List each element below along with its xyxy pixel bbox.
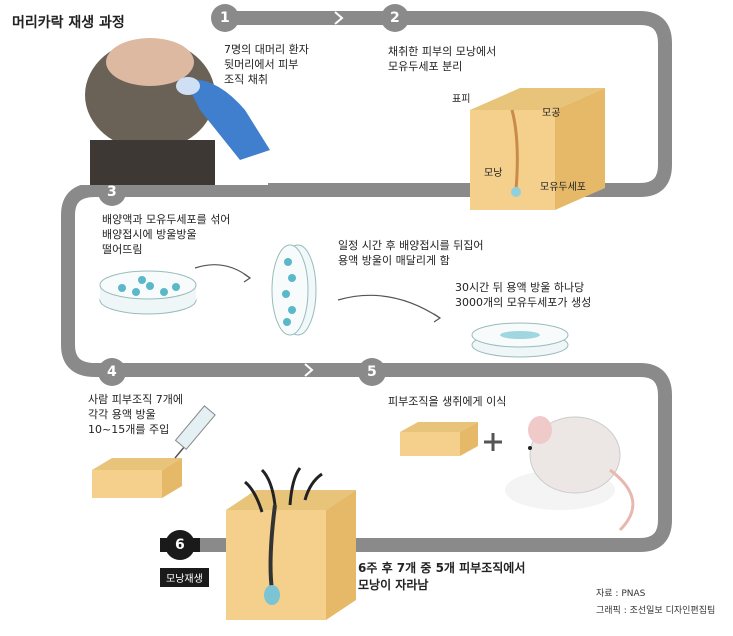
plus-sign bbox=[484, 433, 502, 451]
step-3-text: 배양액과 모유두세포를 섞어 배양접시에 방울방울 떨어뜨림 bbox=[102, 213, 231, 256]
step-6-number: 6 bbox=[175, 537, 185, 553]
step-1-number: 1 bbox=[220, 10, 230, 26]
tag-follicle-regeneration: 모낭재생 bbox=[160, 568, 209, 587]
label-papilla: 모유두세포 bbox=[540, 182, 586, 193]
step-circles bbox=[98, 4, 409, 560]
step-3-mid-text: 일정 시간 후 배양접시를 뒤집어 용액 방울이 매달리게 함 bbox=[338, 239, 484, 267]
graphic-credit: 그래픽 : 조선일보 디자인편집팀 bbox=[596, 606, 716, 616]
step-3-end-text: 30시간 뒤 용액 방울 하나당 3000개의 모유두세포가 생성 bbox=[455, 281, 592, 309]
mouse bbox=[505, 416, 635, 532]
flow-arrows bbox=[194, 264, 442, 323]
step-5-number: 5 bbox=[367, 364, 377, 380]
step-2-number: 2 bbox=[390, 10, 400, 26]
page-title: 머리카락 재생 과정 bbox=[12, 15, 125, 31]
skin-block-step5 bbox=[400, 422, 478, 456]
step-5-text: 피부조직을 생쥐에게 이식 bbox=[388, 395, 507, 408]
source-credit: 자료 : PNAS bbox=[596, 589, 646, 599]
skin-block-step2 bbox=[470, 88, 605, 210]
skin-block-step4 bbox=[92, 458, 182, 498]
petri-dish-drops bbox=[99, 270, 197, 315]
step-1-text: 7명의 대머리 환자 뒷머리에서 피부 조직 채취 bbox=[224, 43, 309, 86]
label-follicle: 모낭 bbox=[484, 168, 503, 179]
label-pore: 모공 bbox=[542, 108, 561, 119]
petri-dish-result bbox=[471, 322, 569, 358]
step-6-text: 6주 후 7개 중 5개 피부조직에서 모낭이 자라남 bbox=[358, 561, 526, 592]
skin-block-step6 bbox=[226, 467, 356, 620]
process-track bbox=[61, 11, 672, 552]
step-4-text: 사람 피부조직 7개에 각각 용액 방울 10~15개를 주입 bbox=[88, 393, 183, 436]
syringe bbox=[174, 405, 216, 459]
petri-dish-vertical bbox=[271, 244, 317, 336]
track-arrows bbox=[304, 11, 344, 377]
step-4-number: 4 bbox=[107, 364, 117, 380]
step-2-text: 채취한 피부의 모낭에서 모유두세포 분리 bbox=[388, 45, 497, 73]
patient-photo bbox=[68, 35, 270, 185]
label-epidermis: 표피 bbox=[452, 94, 471, 105]
step-3-number: 3 bbox=[107, 184, 117, 200]
